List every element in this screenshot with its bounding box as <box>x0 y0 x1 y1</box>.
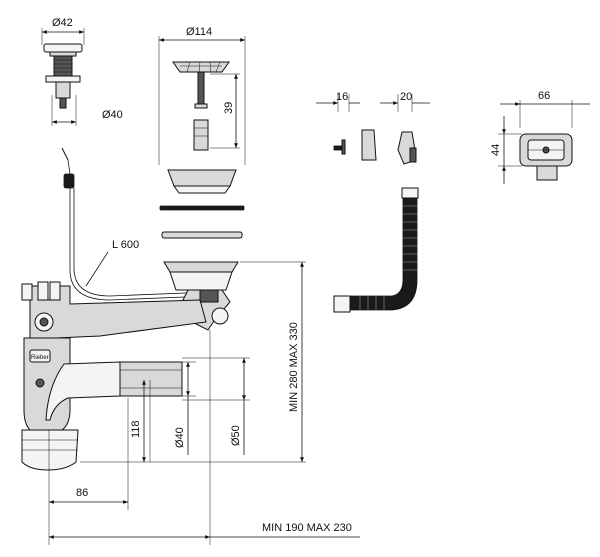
dim-h39: 39 <box>223 102 235 114</box>
dim-range-width: MIN 190 MAX 230 <box>262 522 352 534</box>
push-button-part: Ø42 Ø40 <box>41 17 123 126</box>
dim-l600: L 600 <box>112 239 139 251</box>
brand-label: Rieber <box>31 355 49 361</box>
gasket-rings <box>159 205 245 239</box>
dim-w86: 86 <box>76 487 88 499</box>
clip-parts: 16 20 <box>316 91 430 165</box>
bowden-cable: L 600 <box>61 147 211 301</box>
dim-h44: 44 <box>490 144 502 156</box>
overflow-hose <box>333 187 419 313</box>
strainer-basket-part: Ø114 39 <box>158 26 246 194</box>
dim-d40-top: Ø40 <box>102 109 123 121</box>
dim-h118: 118 <box>130 420 142 438</box>
dim-w66: 66 <box>538 90 550 102</box>
dim-d40-pipe: Ø40 <box>174 427 186 448</box>
dim-w16: 16 <box>336 91 348 103</box>
dim-w20: 20 <box>400 91 412 103</box>
dim-range-height: MIN 280 MAX 330 <box>288 322 300 412</box>
dim-d42: Ø42 <box>52 17 73 29</box>
dim-d114: Ø114 <box>186 26 212 38</box>
bottom-dimensions: MIN 280 MAX 330 118 Ø40 Ø50 86 MIN 190 M… <box>48 261 360 545</box>
drain-body: Rieber <box>21 261 239 471</box>
overflow-head-part: 66 44 <box>490 90 590 184</box>
dim-d50: Ø50 <box>230 425 242 446</box>
